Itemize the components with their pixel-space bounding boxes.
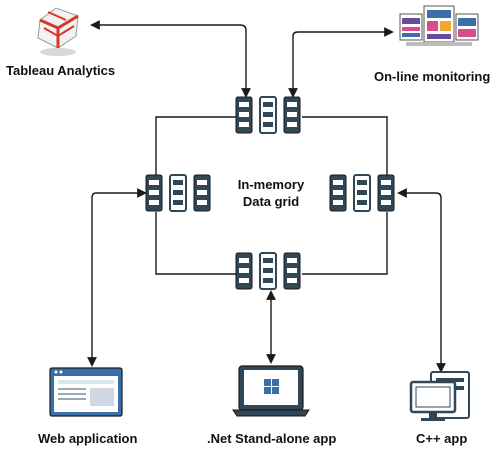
windows-laptop-icon: [232, 365, 310, 417]
connector-cpp: [397, 188, 446, 373]
server-cluster-right: [329, 174, 395, 212]
tableau-label: Tableau Analytics: [6, 63, 116, 78]
grid-title: In-memory Data grid: [226, 176, 316, 210]
web-app-label: Web application: [38, 431, 138, 446]
server-cluster-bottom: [235, 252, 301, 290]
cpp-app-label: C++ app: [416, 431, 468, 446]
browser-window-icon: [49, 367, 123, 417]
connector-monitoring: [288, 27, 394, 98]
grid-ring: [155, 116, 388, 275]
dashboard-monitors-icon: [399, 5, 479, 46]
grid-title-line-1: In-memory: [237, 177, 305, 192]
tableau-logo-icon: [37, 7, 79, 56]
server-cluster-left: [145, 174, 211, 212]
monitoring-label: On-line monitoring: [374, 69, 491, 84]
desktop-computer-icon: [409, 371, 470, 421]
connector-tableau: [90, 20, 251, 98]
connectors: [87, 20, 446, 373]
server-cluster-top: [235, 96, 301, 134]
dotnet-app-label: .Net Stand-alone app: [207, 431, 337, 446]
grid-title-line-2: Data grid: [242, 194, 300, 209]
connector-web: [87, 188, 147, 367]
